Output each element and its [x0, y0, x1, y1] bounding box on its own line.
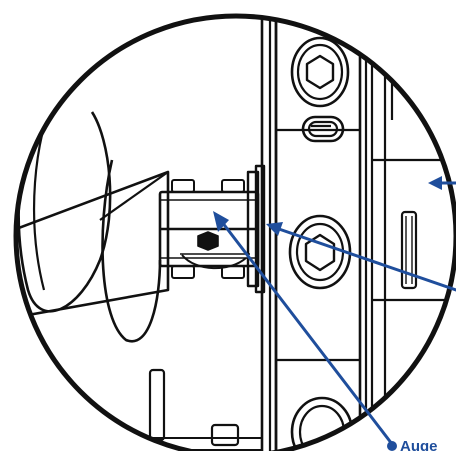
callout-leaders	[213, 176, 456, 451]
callout-line-coupling	[220, 220, 394, 446]
lower-pin	[180, 253, 250, 270]
detail-lens-outline	[13, 13, 456, 451]
plate-slot	[301, 115, 345, 143]
callout-label-auger: Auge	[400, 438, 438, 451]
arrowhead-plate	[266, 222, 283, 236]
callout-dot	[387, 441, 397, 451]
plate-bolt-bottom	[290, 396, 354, 451]
arrowhead-bracket	[428, 176, 442, 190]
plate-bolt-middle	[288, 214, 352, 290]
plate-bolt-top	[290, 36, 350, 108]
coupling-nuts	[171, 179, 245, 279]
bottom-hardware	[120, 368, 262, 451]
callout-line-plate	[274, 226, 456, 292]
auger-shaft	[158, 164, 266, 294]
arrowhead-coupling	[213, 211, 229, 232]
